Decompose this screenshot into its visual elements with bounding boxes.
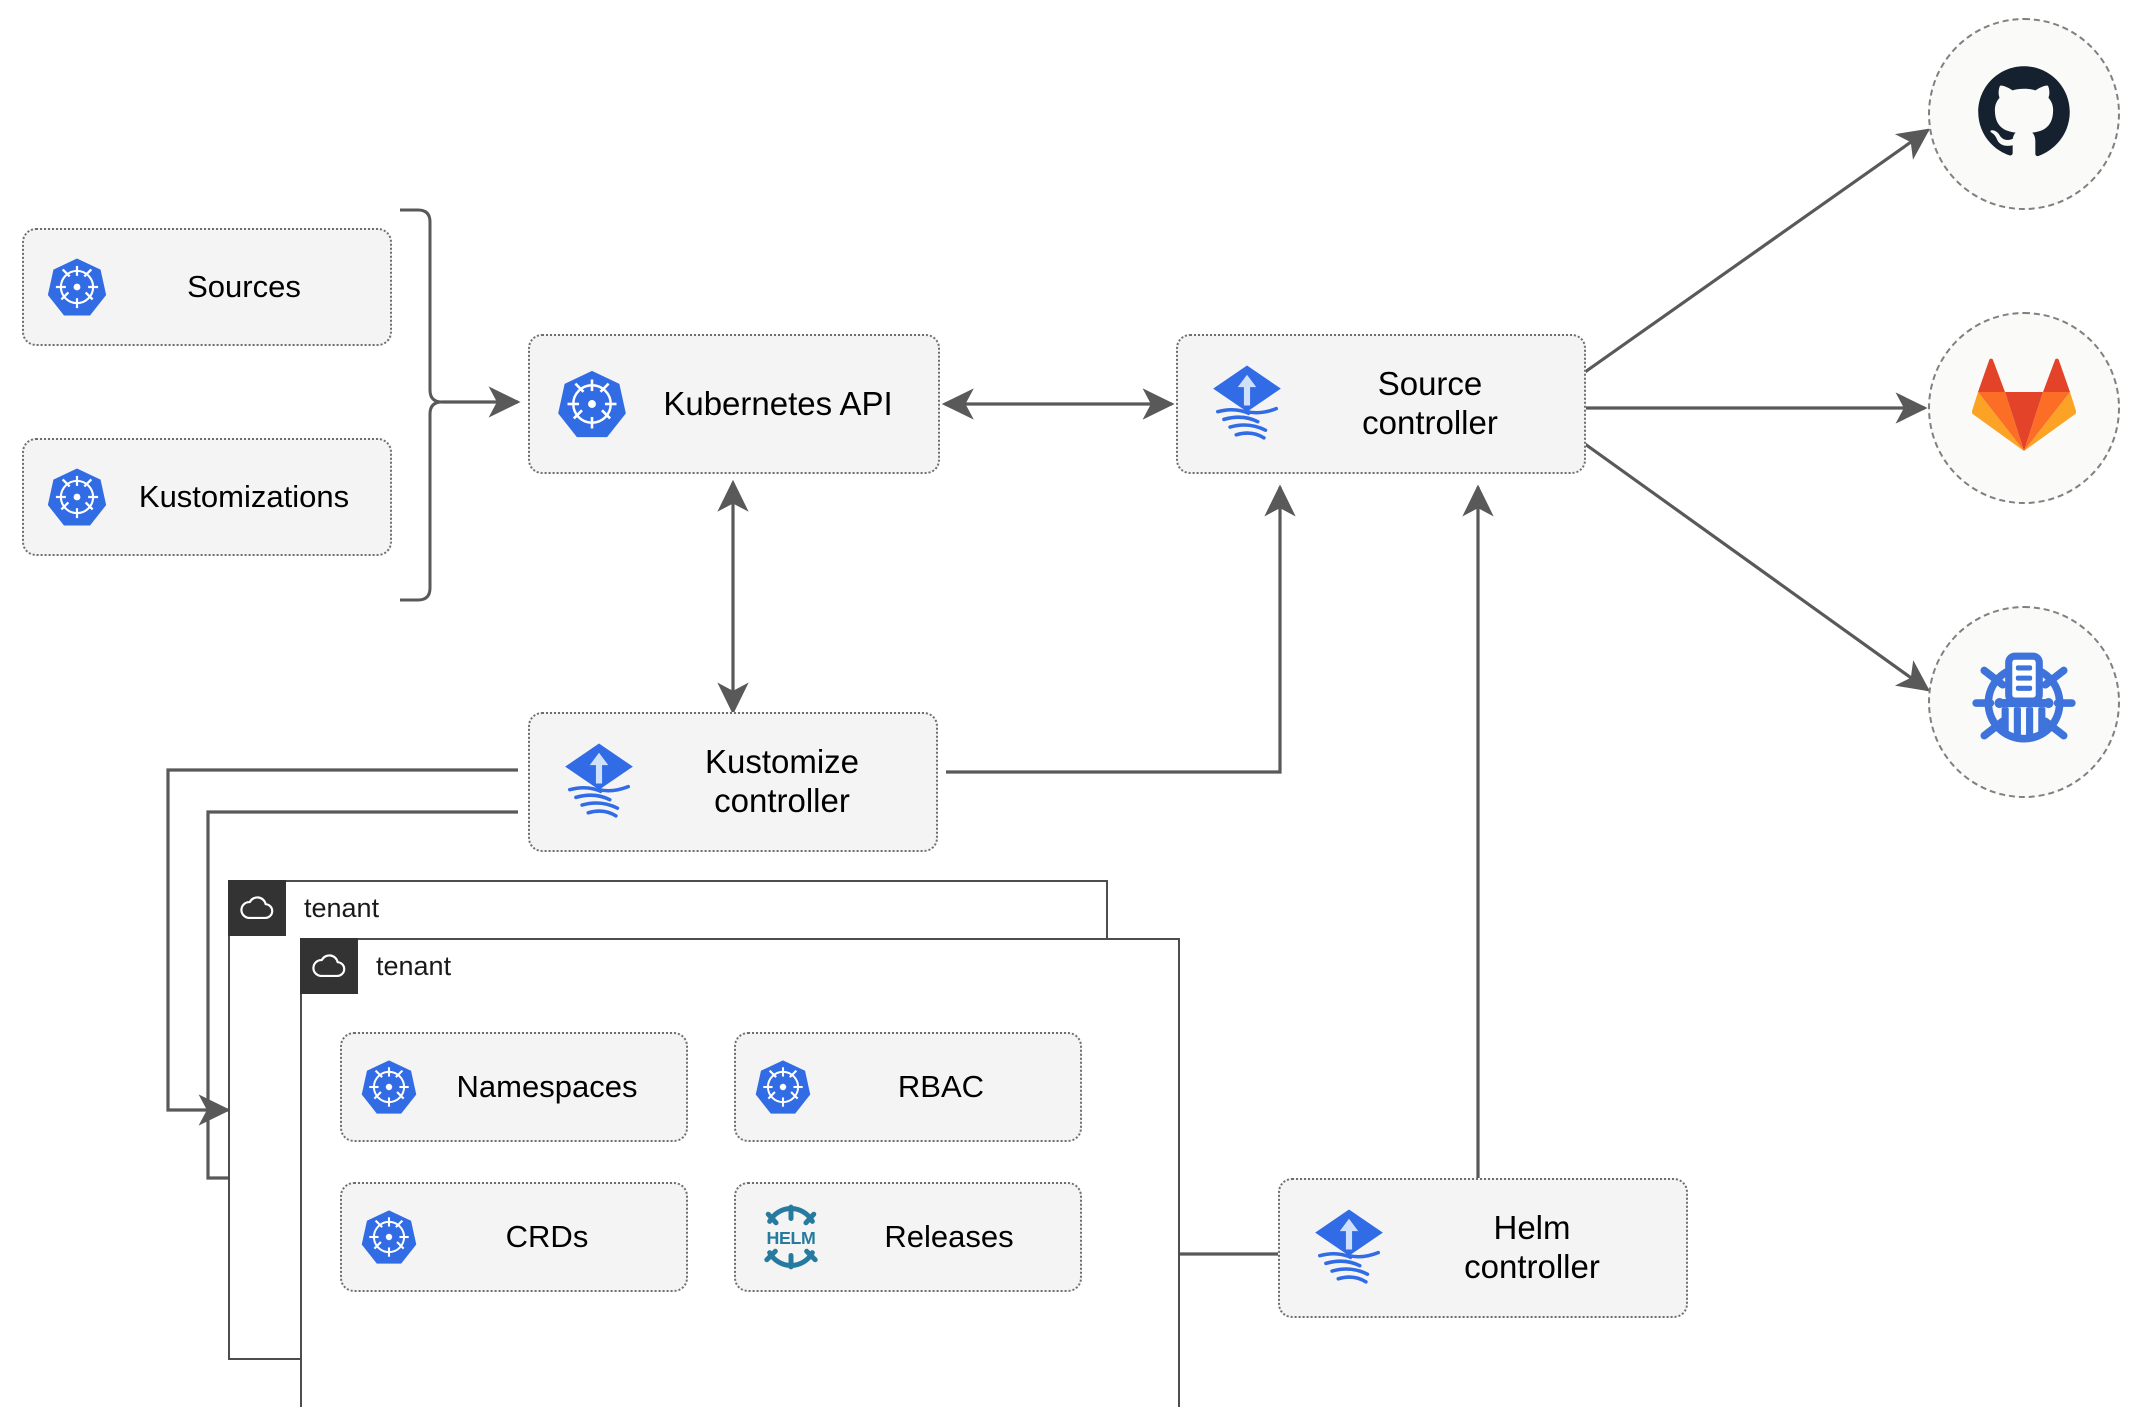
- helm-icon: HELM: [754, 1204, 828, 1270]
- kubernetes-icon: [754, 1058, 812, 1116]
- edge-source-github: [1584, 128, 1931, 374]
- node-label: Releases: [884, 1218, 1014, 1254]
- tenant-header-inner[interactable]: tenant: [300, 938, 451, 994]
- node-label: Kustomizations: [138, 478, 350, 514]
- kubernetes-icon: [46, 256, 108, 318]
- tenant-name: tenant: [304, 892, 380, 923]
- kubernetes-icon: [360, 1208, 418, 1266]
- node-label: Helm controller: [1464, 1209, 1600, 1285]
- node-label: RBAC: [897, 1068, 985, 1104]
- node-label: Source controller: [1362, 365, 1498, 441]
- flux-icon: [560, 742, 638, 822]
- node-label: CRDs: [505, 1218, 589, 1254]
- node-rbac[interactable]: RBAC: [734, 1032, 1082, 1142]
- node-label: Kustomize controller: [704, 743, 860, 819]
- node-sources[interactable]: Sources: [22, 228, 392, 346]
- kubernetes-icon: [556, 368, 628, 440]
- group-brace: [400, 208, 443, 602]
- node-label: Sources: [187, 268, 301, 304]
- flux-icon: [1310, 1208, 1388, 1288]
- kubernetes-icon: [46, 466, 108, 528]
- node-kubernetes-api[interactable]: Kubernetes API: [528, 334, 940, 474]
- node-source-controller[interactable]: Source controller: [1176, 334, 1586, 474]
- endpoint-helm-repository[interactable]: [1928, 606, 2120, 798]
- node-helm-controller[interactable]: Helm controller: [1278, 1178, 1688, 1318]
- node-crds[interactable]: CRDs: [340, 1182, 688, 1292]
- helm-repo-icon: [1968, 644, 2080, 761]
- node-kustomize-controller[interactable]: Kustomize controller: [528, 712, 938, 852]
- edge-source-helmrepo: [1584, 442, 1931, 692]
- node-label: Kubernetes API: [663, 384, 893, 422]
- node-kustomizations[interactable]: Kustomizations: [22, 438, 392, 556]
- node-releases[interactable]: HELM Releases: [734, 1182, 1082, 1292]
- node-namespaces[interactable]: Namespaces: [340, 1032, 688, 1142]
- flux-icon: [1208, 364, 1286, 444]
- node-label: Namespaces: [456, 1068, 638, 1104]
- svg-text:HELM: HELM: [767, 1228, 816, 1248]
- endpoint-gitlab[interactable]: [1928, 312, 2120, 504]
- cloud-icon: [300, 938, 358, 994]
- tenant-frame-inner: [300, 938, 1180, 1407]
- cloud-icon: [228, 880, 286, 936]
- endpoint-github[interactable]: [1928, 18, 2120, 210]
- edge-kustomize-source: [946, 484, 1296, 774]
- gitlab-icon: [1971, 356, 2077, 461]
- github-icon: [1972, 60, 2076, 169]
- tenant-name: tenant: [376, 950, 452, 981]
- tenant-header-outer[interactable]: tenant: [228, 880, 379, 936]
- kubernetes-icon: [360, 1058, 418, 1116]
